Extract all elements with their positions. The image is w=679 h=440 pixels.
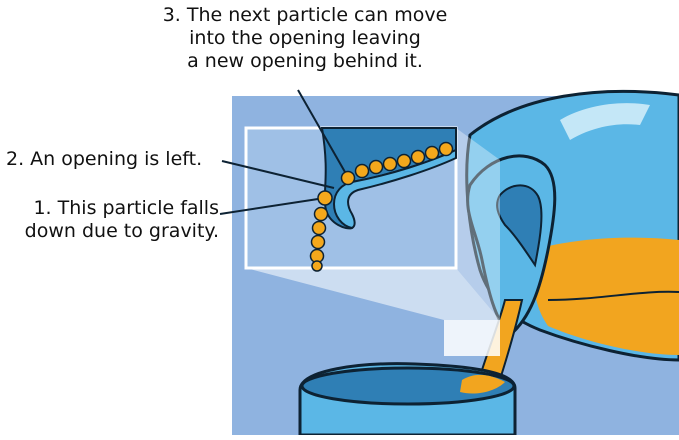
zoom-connector [246, 268, 500, 320]
label-step-2: 2. An opening is left. [6, 148, 203, 170]
cup-rim [300, 366, 516, 406]
particle [382, 156, 398, 172]
particle [396, 153, 412, 169]
pitcher-liquid-line [547, 290, 679, 301]
particle [368, 159, 384, 175]
particle [311, 220, 327, 236]
particles-top-row [340, 141, 454, 186]
falling-particle [317, 190, 333, 206]
label-step-3-line-2: into the opening leaving [189, 27, 421, 49]
label-step-1-line-2: down due to gravity. [24, 220, 219, 242]
spout-inner [496, 184, 543, 268]
leader-line-step1 [219, 198, 319, 215]
particle [438, 141, 454, 157]
zoom-target-box [444, 320, 500, 356]
label-step-1-line-1: 1. This particle falls [33, 197, 219, 219]
label-step-1: 1. This particle falls down due to gravi… [4, 197, 219, 243]
particle [354, 163, 370, 179]
particle [311, 260, 323, 272]
leader-line-step3 [297, 89, 346, 173]
label-step-3-line-1: 3. The next particle can move [162, 4, 448, 26]
particle [340, 170, 356, 186]
particle [424, 145, 440, 161]
zoom-connector-top [456, 128, 500, 320]
label-step-3: 3. The next particle can move into the o… [140, 4, 470, 73]
label-step-3-line-3: a new opening behind it. [187, 50, 423, 72]
particles-falling-column [309, 190, 333, 272]
particle [313, 206, 329, 222]
cup-liquid [460, 374, 505, 394]
pitcher-highlight [560, 103, 650, 140]
particle [410, 149, 426, 165]
leader-line-step2 [221, 160, 335, 189]
particle [310, 234, 326, 250]
